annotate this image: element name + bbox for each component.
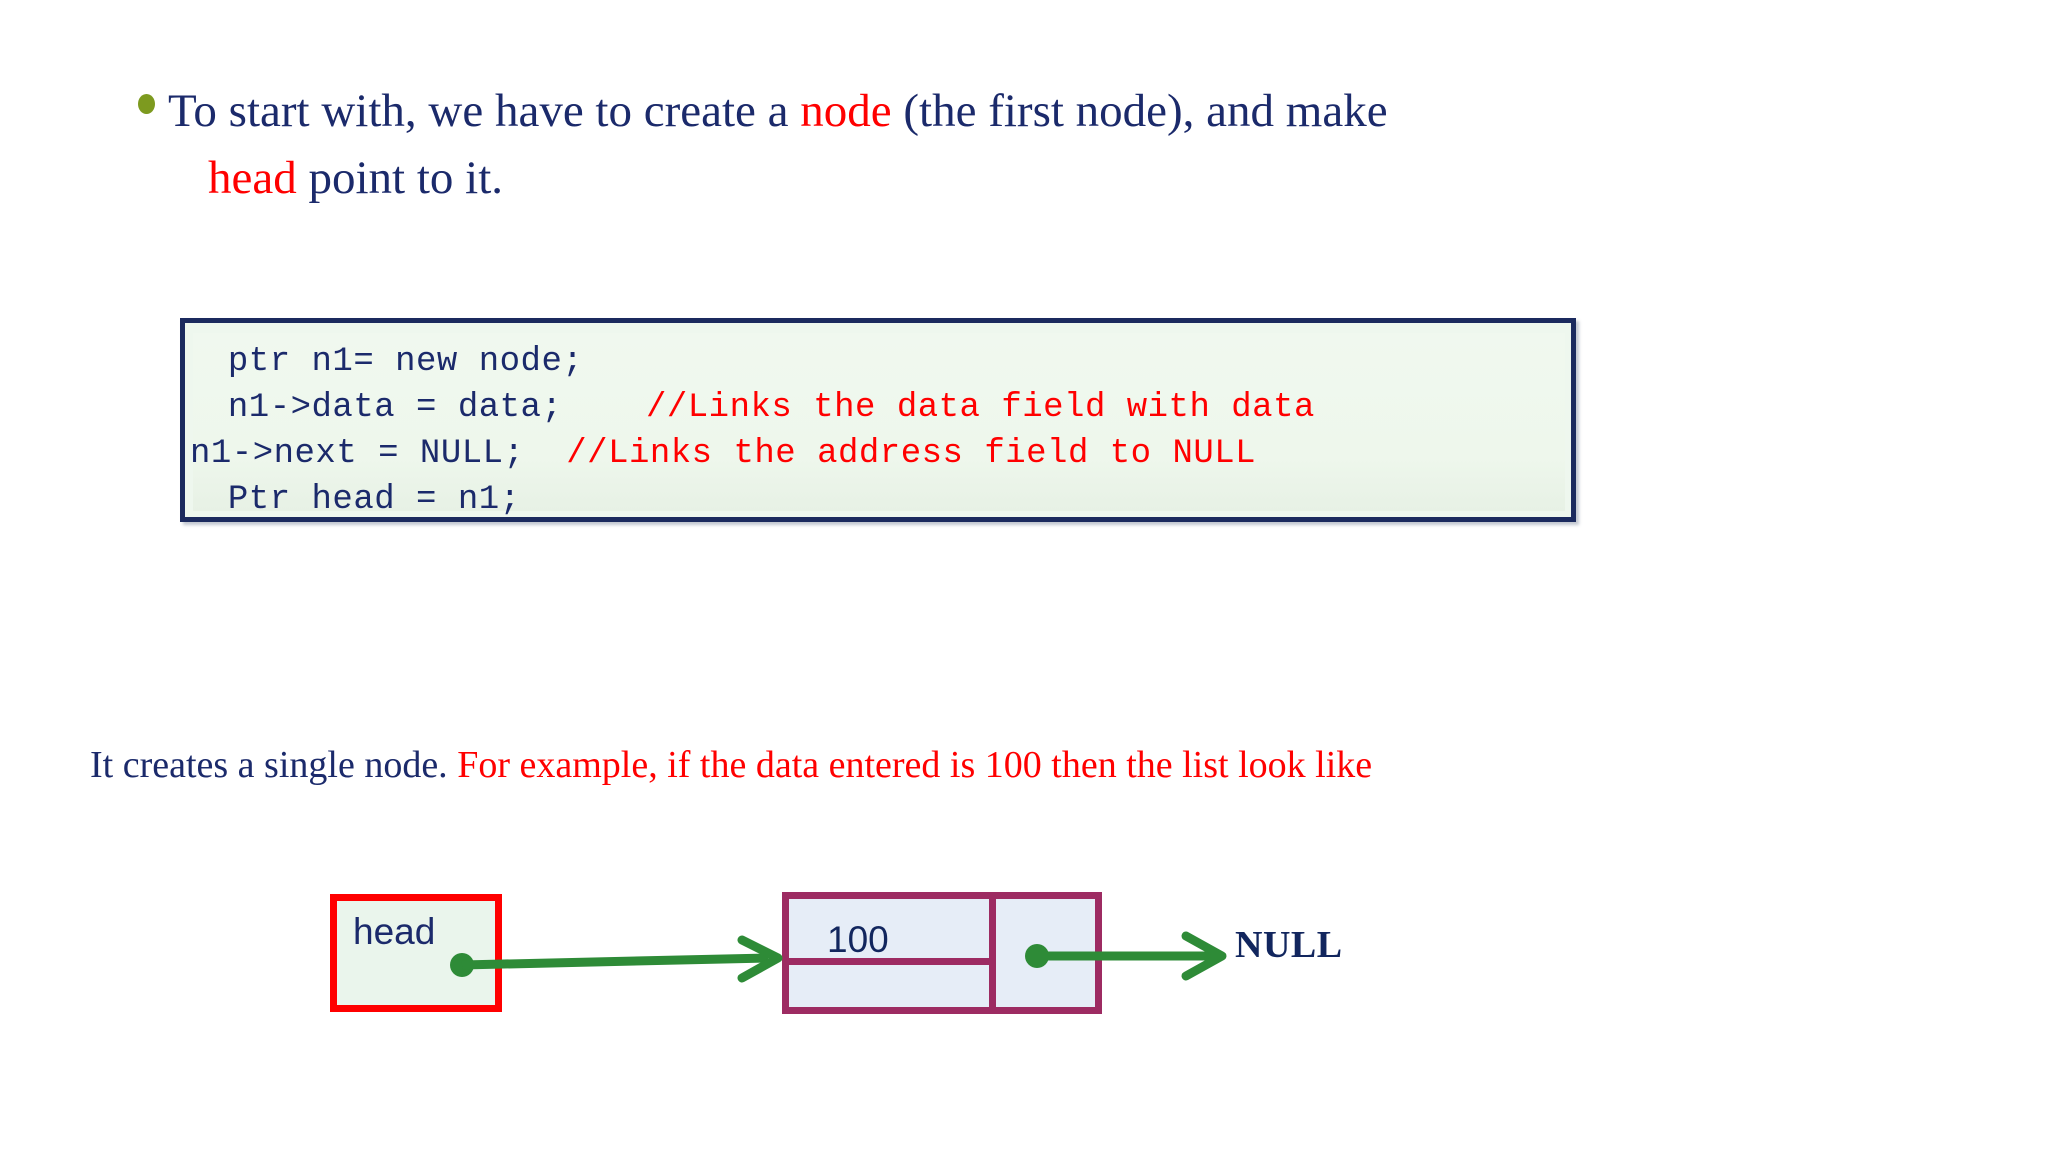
arrow-line-head-to-node <box>461 953 769 970</box>
head-box-label: head <box>353 911 436 952</box>
explanation-red-part: For example, if the data entered is 100 … <box>457 744 1373 786</box>
code-line-4: Ptr head = n1; <box>207 481 521 519</box>
linked-list-diagram: head 100 NULL <box>0 860 2048 1100</box>
bullet-keyword-head: head <box>208 151 297 204</box>
code-block-inner: ptr n1= new node; n1->data = data; //Lin… <box>190 333 1565 519</box>
bullet-dot-icon <box>138 94 155 114</box>
code-line-3: n1->next = NULL; //Links the address fie… <box>190 435 1256 473</box>
code-line-2-code: n1->data = data; <box>207 389 563 427</box>
bullet-text: To start with, we have to create a node … <box>168 78 1898 211</box>
null-label: NULL <box>1235 924 1343 966</box>
bullet-line2-part2: point to it. <box>296 151 504 204</box>
code-block: ptr n1= new node; n1->data = data; //Lin… <box>180 318 1576 522</box>
head-box: head <box>330 894 502 1012</box>
node-data-empty-cell <box>789 965 989 1007</box>
bullet-line2: head point to it. <box>208 145 1898 212</box>
arrow-head-icon-node-to-null <box>1181 931 1227 981</box>
node-data-cell: 100 <box>789 899 989 965</box>
node-box: 100 <box>782 892 1102 1014</box>
explanation-paragraph: It creates a single node. For example, i… <box>90 740 1590 791</box>
code-line-2: n1->data = data; //Links the data field … <box>207 389 1315 427</box>
bullet-keyword-node: node <box>800 85 892 137</box>
node-pointer-cell <box>996 899 1095 1007</box>
arrow-head-icon-head-to-node <box>737 935 783 983</box>
code-line-3-code: n1->next = NULL; <box>190 435 525 473</box>
code-line-3-comment: //Links the address field to NULL <box>524 435 1257 473</box>
code-line-2-comment: //Links the data field with data <box>562 389 1315 427</box>
node-data-section: 100 <box>789 899 996 1007</box>
explanation-navy-part: It creates a single node. <box>90 744 458 786</box>
code-line-1-code: ptr n1= new node; <box>207 343 584 381</box>
code-line-4-code: Ptr head = n1; <box>207 481 521 519</box>
bullet-line1-part1: To start with, we have to create a <box>168 85 801 137</box>
bullet-paragraph: To start with, we have to create a node … <box>138 78 1898 211</box>
bullet-line1-part2: (the first node), and make <box>891 85 1388 137</box>
node-data-value: 100 <box>827 919 889 960</box>
code-line-1: ptr n1= new node; <box>207 343 583 381</box>
